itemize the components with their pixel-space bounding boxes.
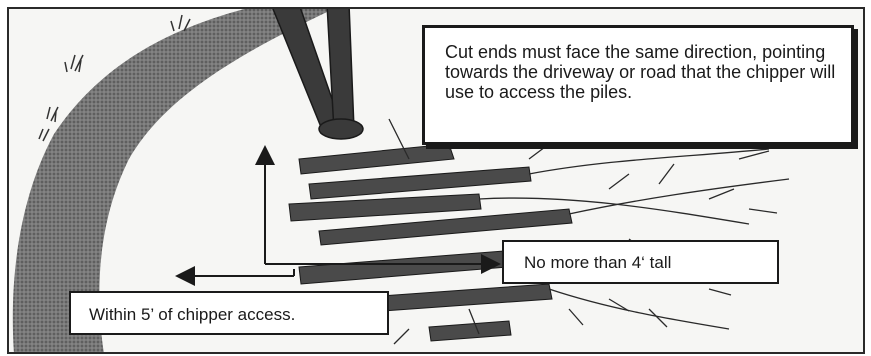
cut-ends-callout: Cut ends must face the same direction, p… xyxy=(422,25,854,145)
cut-ends-text: Cut ends must face the same direction, p… xyxy=(445,42,835,102)
height-limit-text: No more than 4‘ tall xyxy=(524,253,671,272)
height-limit-callout: No more than 4‘ tall xyxy=(502,240,779,284)
distance-limit-callout: Within 5’ of chipper access. xyxy=(69,291,389,335)
illustration-frame: Cut ends must face the same direction, p… xyxy=(7,7,865,354)
tree-trunks xyxy=(271,9,363,139)
distance-limit-text: Within 5’ of chipper access. xyxy=(89,305,295,324)
